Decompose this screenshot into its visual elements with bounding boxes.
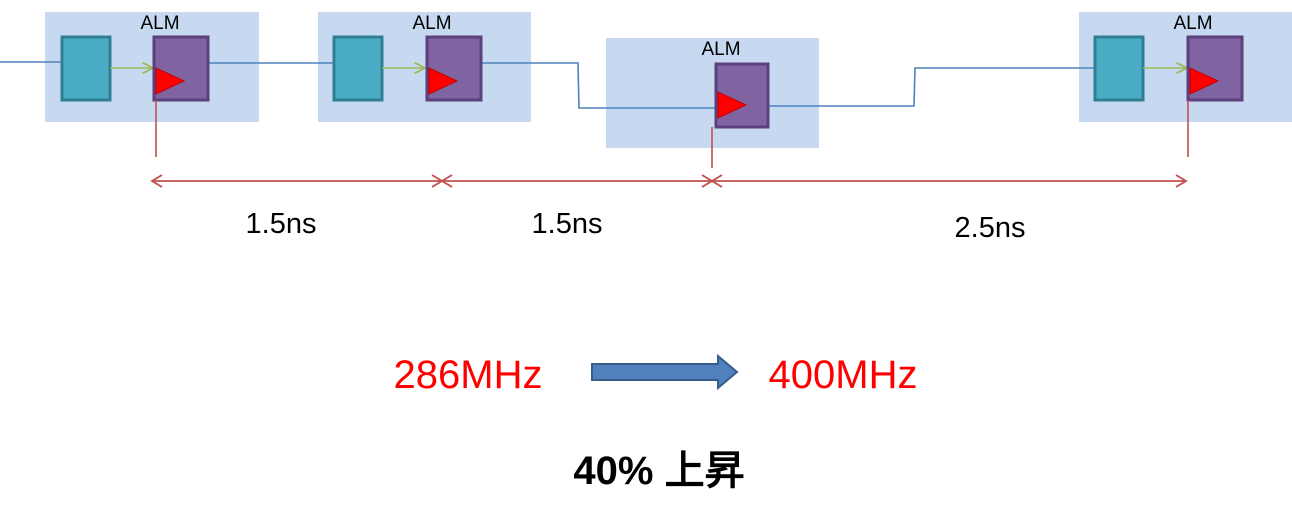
clock-triangle-icon — [1189, 67, 1220, 95]
timing-arrows — [150, 174, 1188, 188]
lut-box-1 — [60, 35, 112, 102]
register-box-1 — [152, 35, 210, 102]
clock-triangle-icon — [717, 91, 748, 119]
clock-triangle-icon — [428, 67, 459, 95]
alm-label-4: ALM — [1173, 13, 1212, 34]
right-arrow-icon — [591, 353, 739, 391]
frequency-after: 400MHz — [769, 353, 918, 397]
delay-label-1: 1.5ns — [246, 208, 317, 240]
signal-wires — [0, 61, 1095, 109]
alm-label-3: ALM — [701, 39, 740, 60]
alm-label-1: ALM — [140, 13, 179, 34]
clock-triangle-icon — [155, 67, 186, 95]
delay-label-2: 1.5ns — [532, 208, 603, 240]
delay-label-3: 2.5ns — [955, 212, 1026, 244]
timing-reference-lines — [155, 100, 1189, 168]
alm-label-2: ALM — [412, 13, 451, 34]
frequency-before: 286MHz — [394, 353, 543, 397]
lut-box-4 — [1093, 35, 1145, 102]
speedup-result: 40% 上昇 — [573, 449, 744, 493]
lut-box-2 — [332, 35, 384, 102]
